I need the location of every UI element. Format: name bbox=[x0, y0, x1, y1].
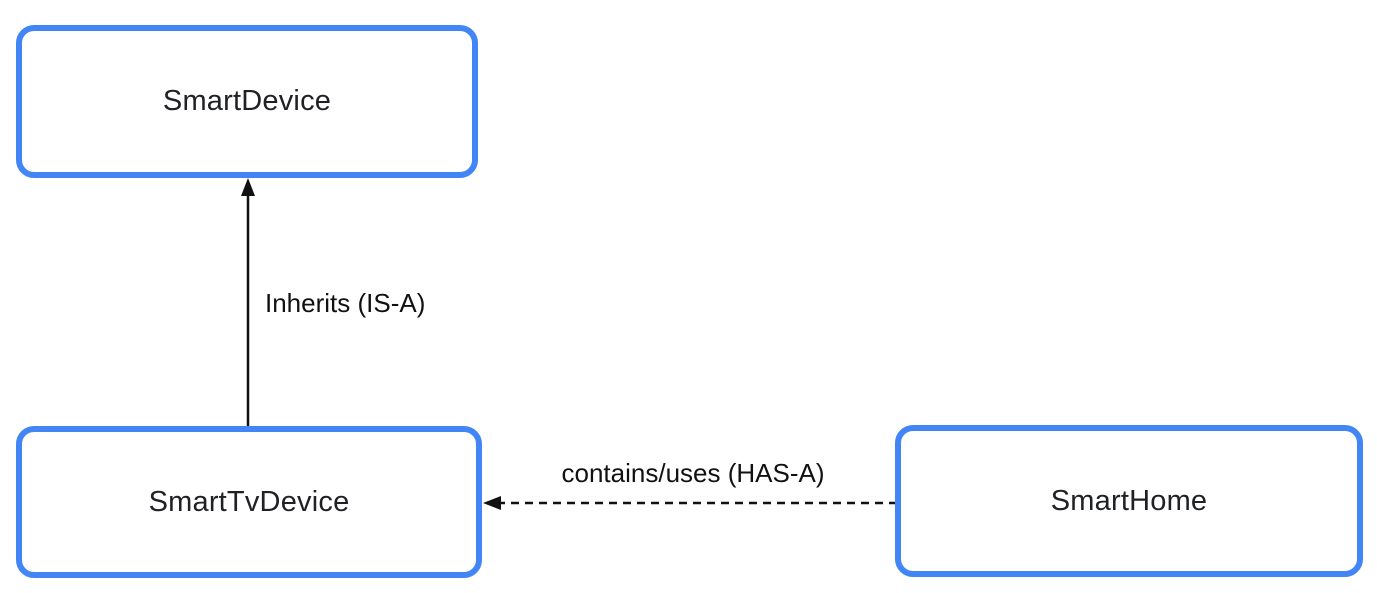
edge-label-inherits: Inherits (IS-A) bbox=[265, 288, 426, 318]
node-smartdevice: SmartDevice bbox=[16, 25, 478, 178]
node-smarthome-label: SmartHome bbox=[1050, 484, 1208, 517]
node-smartdevice-label: SmartDevice bbox=[162, 85, 332, 117]
edge-label-contains: contains/uses (HAS-A) bbox=[561, 458, 825, 488]
edge-contains-arrow bbox=[483, 496, 897, 510]
node-smarthome: SmartHome bbox=[895, 425, 1363, 577]
node-smarttvdevice: SmartTvDevice bbox=[16, 426, 482, 578]
node-smarttvdevice-label: SmartTvDevice bbox=[148, 485, 350, 518]
edge-inherits-arrow bbox=[241, 178, 255, 426]
